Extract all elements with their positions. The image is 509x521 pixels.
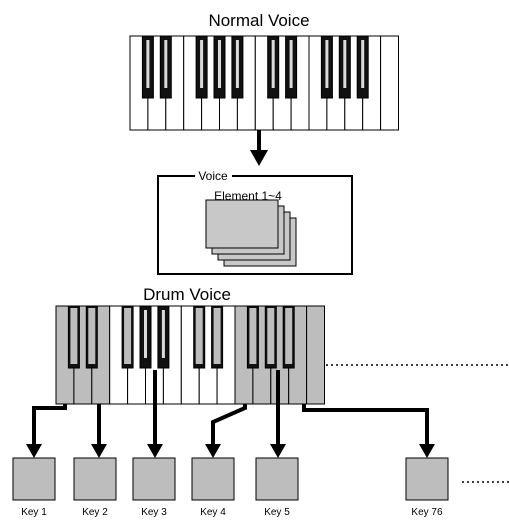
keyboard-to-voice-arrow <box>250 130 268 166</box>
voice-box: Voice Element 1~4 <box>157 169 353 275</box>
drum-black-key-highlight <box>213 308 221 364</box>
drum-key-boxes: Key 1 Key 2 Key 3 Key 4 Key 5 Key 76 <box>12 457 449 518</box>
drum-black-key-highlight <box>70 308 78 364</box>
drum-black-key-highlight <box>124 308 132 364</box>
drum-black-key-highlight <box>249 308 257 364</box>
normal-black-key-sheen <box>218 40 221 88</box>
normal-black-key-sheen <box>235 40 239 88</box>
drum-black-key-sheen <box>144 310 147 358</box>
normal-black-key-sheen <box>361 40 365 88</box>
normal-black-key-sheen <box>200 40 204 88</box>
drum-black-key-highlight <box>267 308 275 364</box>
key-label-3: Key 3 <box>141 507 167 518</box>
normal-black-key-sheen <box>325 40 329 88</box>
key-box-4 <box>191 457 235 501</box>
drum-black-key-sheen <box>161 310 165 358</box>
normal-black-key-sheen <box>146 40 150 88</box>
voice-box-label: Voice <box>198 169 228 183</box>
key-label-4: Key 4 <box>200 507 226 518</box>
key-label-5: Key 5 <box>264 507 290 518</box>
element-card-1 <box>205 199 279 249</box>
normal-voice-title: Normal Voice <box>208 11 309 30</box>
key-box-2 <box>73 457 117 501</box>
drum-key-arrow-line <box>302 404 429 446</box>
drum-voice-title: Drum Voice <box>143 285 231 304</box>
key-label-2: Key 2 <box>82 507 108 518</box>
drum-key-arrow-head <box>147 444 163 458</box>
drum-key-arrows <box>26 370 435 458</box>
normal-black-key-sheen <box>289 40 293 88</box>
key-box-1 <box>12 457 56 501</box>
normal-voice-keyboard <box>129 35 400 131</box>
drum-black-key-highlight <box>195 308 203 364</box>
drum-key-arrow-head <box>205 444 221 458</box>
drum-key-arrow-head <box>91 444 107 458</box>
normal-black-key-sheen <box>164 40 168 88</box>
drum-black-key-highlight <box>285 308 293 364</box>
normal-black-key-sheen <box>271 40 275 88</box>
drum-black-key-highlight <box>88 308 96 364</box>
drum-key-arrow-head <box>270 444 286 458</box>
drum-voice-keyboard <box>55 305 326 405</box>
drum-white-key <box>306 305 326 405</box>
drum-key-arrow-head <box>419 444 435 458</box>
key-label-1: Key 1 <box>21 507 47 518</box>
normal-black-key-sheen <box>343 40 347 88</box>
drum-key-arrow-head <box>26 444 42 458</box>
normal-white-key <box>380 35 400 131</box>
drum-key-arrow-line <box>32 404 67 446</box>
key-box-5 <box>255 457 299 501</box>
key-box-76 <box>405 457 449 501</box>
drum-key-arrow-line <box>211 404 247 446</box>
key-label-76: Key 76 <box>411 507 443 518</box>
key-box-3 <box>132 457 176 501</box>
